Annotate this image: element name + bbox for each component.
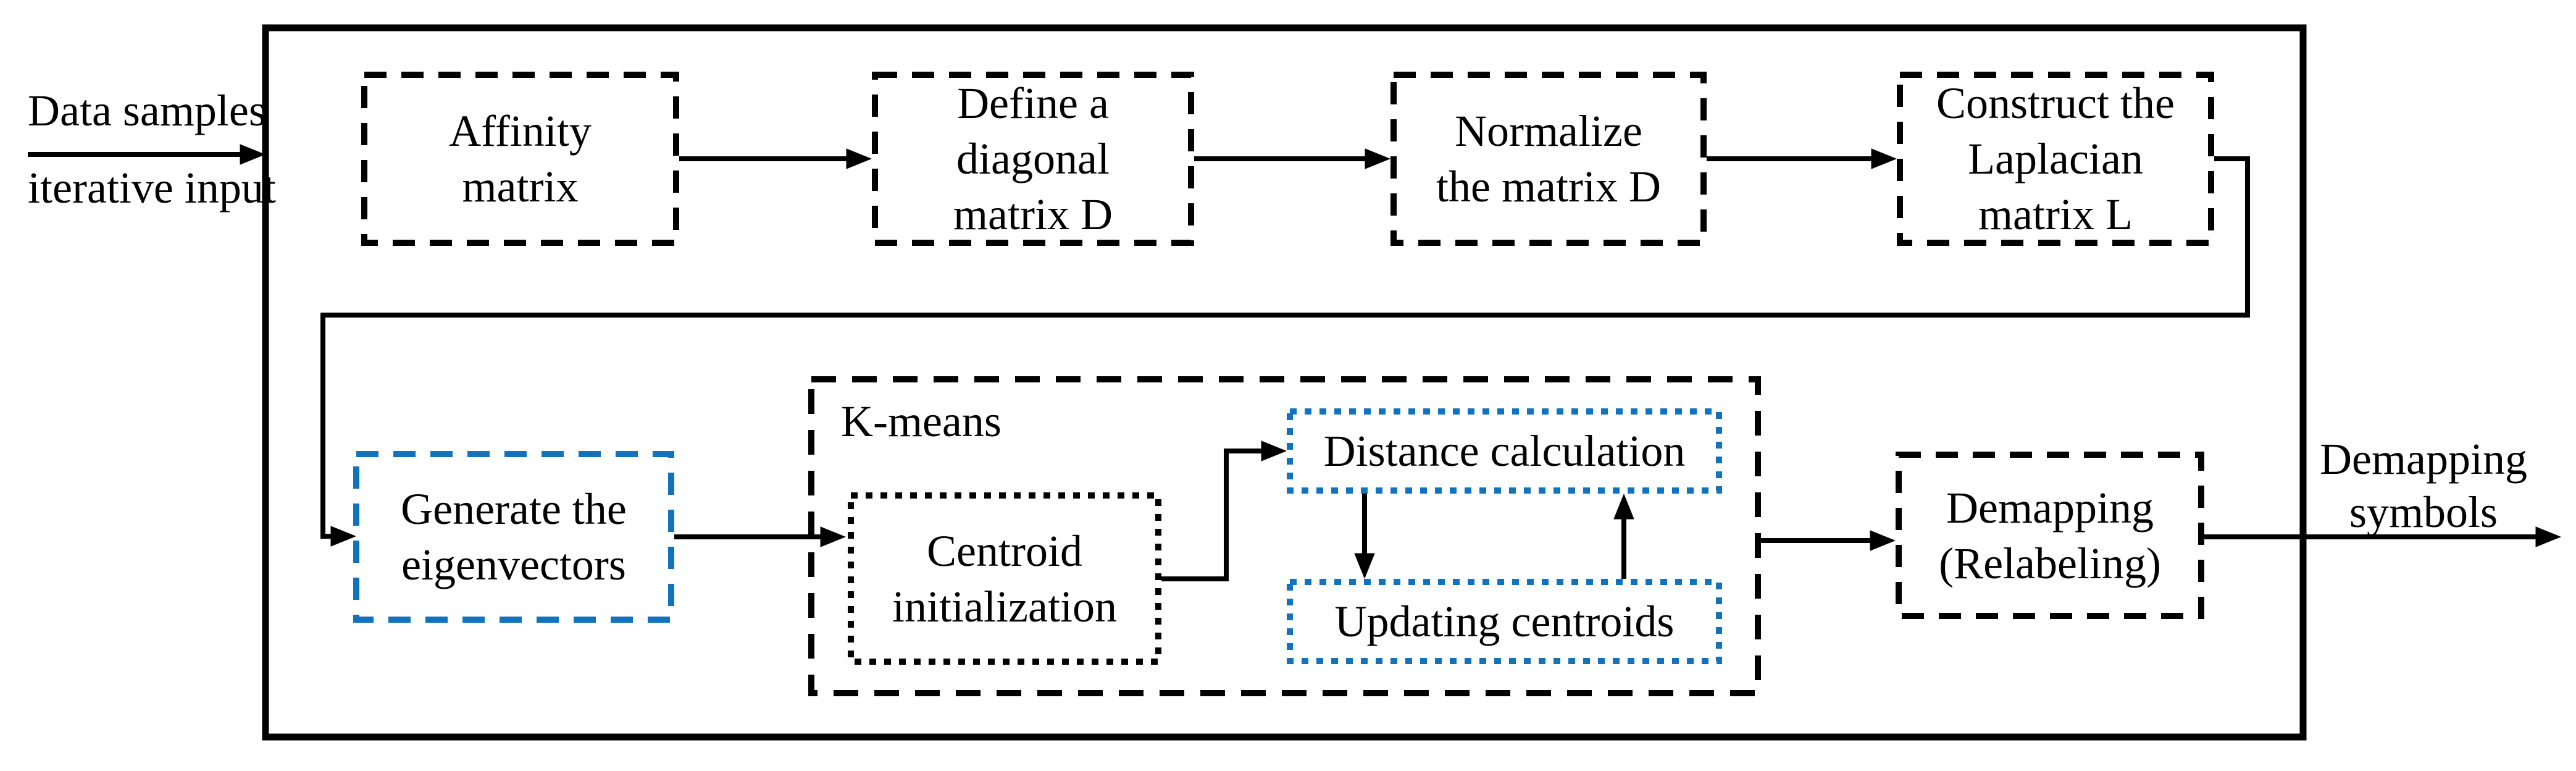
input-label-line2: iterative input: [28, 163, 276, 213]
arrow-laplacian-to-eigenvectors: [320, 156, 2250, 547]
centroid-init-node: Centroid initialization: [892, 526, 1117, 631]
input-label-line1: Data samples: [28, 86, 266, 135]
output-label-line2: symbols: [2349, 487, 2498, 537]
arrow-centroid-to-distance: [1161, 440, 1287, 581]
updating-centroids-node: Updating centroids: [1334, 597, 1675, 646]
eigenvectors-node: Generate the eigenvectors: [401, 484, 627, 589]
laplacian-node-border: [1897, 72, 2214, 246]
eigenvectors-node-border: [353, 451, 674, 623]
outer-frame: [262, 24, 2307, 741]
kmeans-group-label: K-means: [841, 397, 1002, 446]
output-label: Demapping symbols: [2309, 432, 2538, 539]
normalize-matrix-node: Normalize the matrix D: [1436, 106, 1661, 211]
laplacian-node: Construct the Laplacian matrix L: [1936, 78, 2175, 239]
demapping-node: Demapping (Relabeling): [1939, 482, 2161, 588]
distance-calc-node: Distance calculation: [1323, 426, 1686, 476]
affinity-matrix-node-border: [361, 72, 679, 246]
demapping-node-border: [1896, 452, 2204, 619]
centroid-init-node-border: [848, 492, 1161, 665]
output-label-line1: Demapping: [2320, 434, 2527, 484]
define-diagonal-node: Define a diagonal matrix D: [953, 78, 1113, 239]
define-diagonal-node-border: [872, 72, 1194, 246]
normalize-matrix-node-border: [1390, 72, 1707, 246]
affinity-matrix-node: Affinity matrix: [449, 106, 592, 211]
